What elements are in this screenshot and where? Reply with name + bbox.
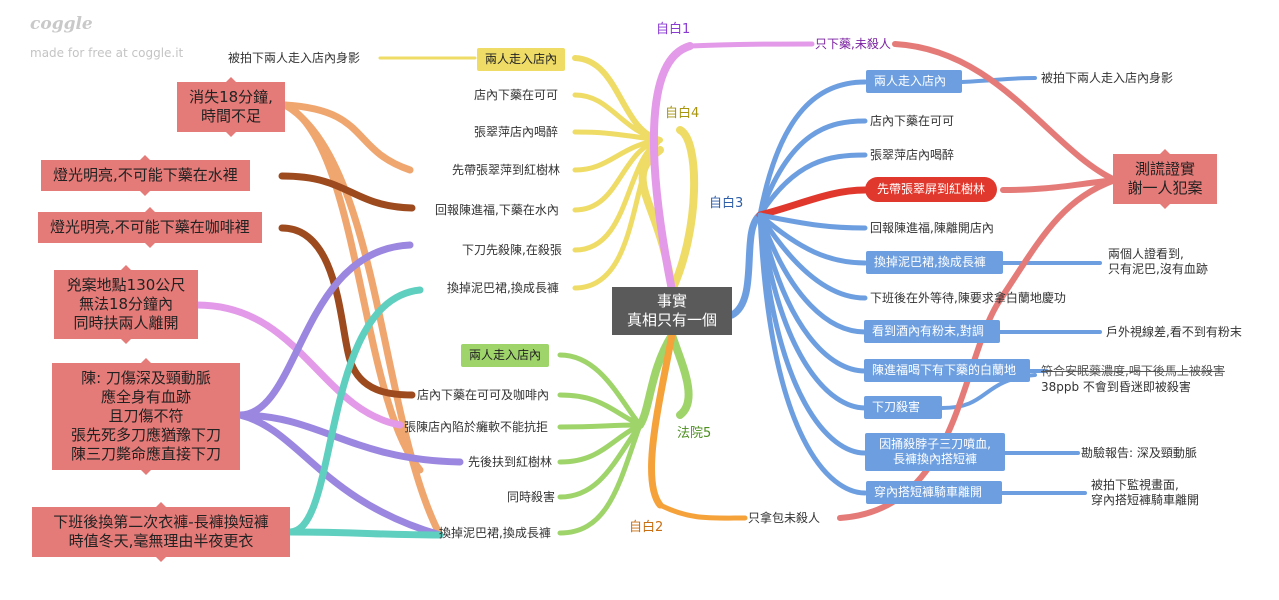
left-critique-connectors <box>193 101 464 539</box>
note-clothes-change[interactable]: 下班後換第二次衣褲-長褲換短褲 時值冬天,毫無理由半夜更衣 <box>32 502 290 562</box>
wire-teal-1 <box>286 286 424 536</box>
branch-label-confession-3[interactable]: 自白3 <box>709 196 744 211</box>
blue-leaf-cctv[interactable]: 被拍下監視畫面, 穿內搭短褲騎車離開 <box>1091 478 1200 507</box>
blue-leaf-38ppb[interactable]: 38ppb 不會到昏迷即被殺害 <box>1041 380 1191 394</box>
blue-item-9[interactable]: 陳進福喝下有下藥的白蘭地 <box>864 359 1030 382</box>
purple-branch-wires <box>649 41 815 294</box>
green-item-2[interactable]: 店內下藥在可可及咖啡內 <box>417 388 550 402</box>
blue-item-5[interactable]: 回報陳進福,陳離開店內 <box>870 221 994 235</box>
wire-salmon-c <box>281 101 444 539</box>
blue-leaf-sedative-concentration[interactable]: 符合安眠藥濃度,喝下後馬上被殺害 <box>1041 364 1225 378</box>
blue-item-1[interactable]: 兩人走入店內 <box>866 70 962 93</box>
wire-brown-2 <box>278 224 416 399</box>
yellow-item-3[interactable]: 張翠萍店內喝醉 <box>474 125 559 139</box>
wire-violet-1 <box>236 241 414 419</box>
purple-leaf-drug-only[interactable]: 只下藥,未殺人 <box>815 37 891 51</box>
blue-leaf-autopsy[interactable]: 勘驗報告: 深及頸動脈 <box>1081 446 1197 460</box>
note-bright-light-coffee[interactable]: 燈光明亮,不可能下藥在咖啡裡 <box>38 207 262 248</box>
green-branch-wires <box>557 331 693 536</box>
wire-teal-2 <box>286 528 444 539</box>
wire-pink-1 <box>193 301 404 429</box>
yellow-item-6[interactable]: 下刀先殺陳,在殺張 <box>462 243 562 257</box>
branch-label-confession-1[interactable]: 自白1 <box>656 22 691 37</box>
blue-item-7[interactable]: 下班後在外等待,陳要求拿白蘭地慶功 <box>870 291 1066 305</box>
blue-item-2[interactable]: 店內下藥在可可 <box>870 114 955 128</box>
conclusion-polygraph[interactable]: 測謊證實 謝一人犯案 <box>1113 149 1217 209</box>
green-item-6[interactable]: 換掉泥巴裙,換成長褲 <box>439 526 551 540</box>
wire-salmon-a <box>281 101 414 174</box>
yellow-item-5[interactable]: 回報陳進福,下藥在水內 <box>435 203 559 217</box>
watermark-tagline: made for free at coggle.it <box>30 46 184 60</box>
yellow-item-7[interactable]: 換掉泥巴裙,換成長褲 <box>447 281 559 295</box>
blue-item-4-highlighted[interactable]: 先帶張翠屏到紅樹林 <box>865 177 998 202</box>
green-item-1[interactable]: 兩人走入店內 <box>461 344 550 367</box>
blue-leaf-witnesses[interactable]: 兩個人證看到, 只有泥巴,沒有血跡 <box>1108 247 1208 276</box>
yellow-item-4[interactable]: 先帶張翠萍到紅樹林 <box>452 163 561 177</box>
blue-item-10[interactable]: 下刀殺害 <box>864 396 942 419</box>
branch-label-confession-4[interactable]: 自白4 <box>665 106 700 121</box>
wire-brown-1 <box>278 172 416 212</box>
yellow-leaf-photographed[interactable]: 被拍下兩人走入店內身影 <box>228 51 361 65</box>
blue-item-11[interactable]: 因捅殺脖子三刀噴血, 長褲換內搭短褲 <box>865 433 1005 471</box>
blue-leaf-photographed[interactable]: 被拍下兩人走入店內身影 <box>1041 71 1174 85</box>
blue-branch-wires <box>728 76 1102 496</box>
green-item-3[interactable]: 張陳店內陷於癱軟不能抗拒 <box>404 420 549 434</box>
note-missing-18min[interactable]: 消失18分鐘, 時間不足 <box>177 77 285 137</box>
central-node[interactable]: 事實 真相只有一個 <box>612 287 732 335</box>
note-bright-light-water[interactable]: 燈光明亮,不可能下藥在水裡 <box>41 155 250 196</box>
green-item-5[interactable]: 同時殺害 <box>507 490 556 504</box>
blue-item-8[interactable]: 看到酒內有粉末,對調 <box>864 320 1000 343</box>
blue-item-6[interactable]: 換掉泥巴裙,換成長褲 <box>866 251 1003 274</box>
yellow-item-2[interactable]: 店內下藥在可可 <box>474 88 559 102</box>
blue-item-12[interactable]: 穿內搭短褲騎車離開 <box>866 481 1002 504</box>
green-item-4[interactable]: 先後扶到紅樹林 <box>468 455 553 469</box>
wire-violet-2 <box>236 411 464 466</box>
branch-label-court-5[interactable]: 法院5 <box>677 426 712 441</box>
yellow-item-1[interactable]: 兩人走入店內 <box>477 48 566 71</box>
wire-violet-3 <box>236 411 444 539</box>
blue-leaf-poor-visibility[interactable]: 戶外視線差,看不到有粉末 <box>1106 325 1242 339</box>
central-node-line2: 真相只有一個 <box>626 311 717 329</box>
orange-leaf-bag-only[interactable]: 只拿包未殺人 <box>748 511 821 525</box>
blue-item-3[interactable]: 張翠萍店內喝醉 <box>870 148 955 162</box>
branch-label-confession-2[interactable]: 自白2 <box>629 520 664 535</box>
note-130m-distance[interactable]: 兇案地點130公尺 無法18分鐘內 同時扶兩人離開 <box>54 265 198 344</box>
note-knife-wounds[interactable]: 陳: 刀傷深及頸動脈 應全身有血跡 且刀傷不符 張先死多刀應猶豫下刀 陳三刀斃命… <box>52 358 240 475</box>
central-node-line1: 事實 <box>656 292 687 310</box>
orange-branch-wires <box>648 331 748 521</box>
coggle-logo: coggle <box>30 14 93 34</box>
